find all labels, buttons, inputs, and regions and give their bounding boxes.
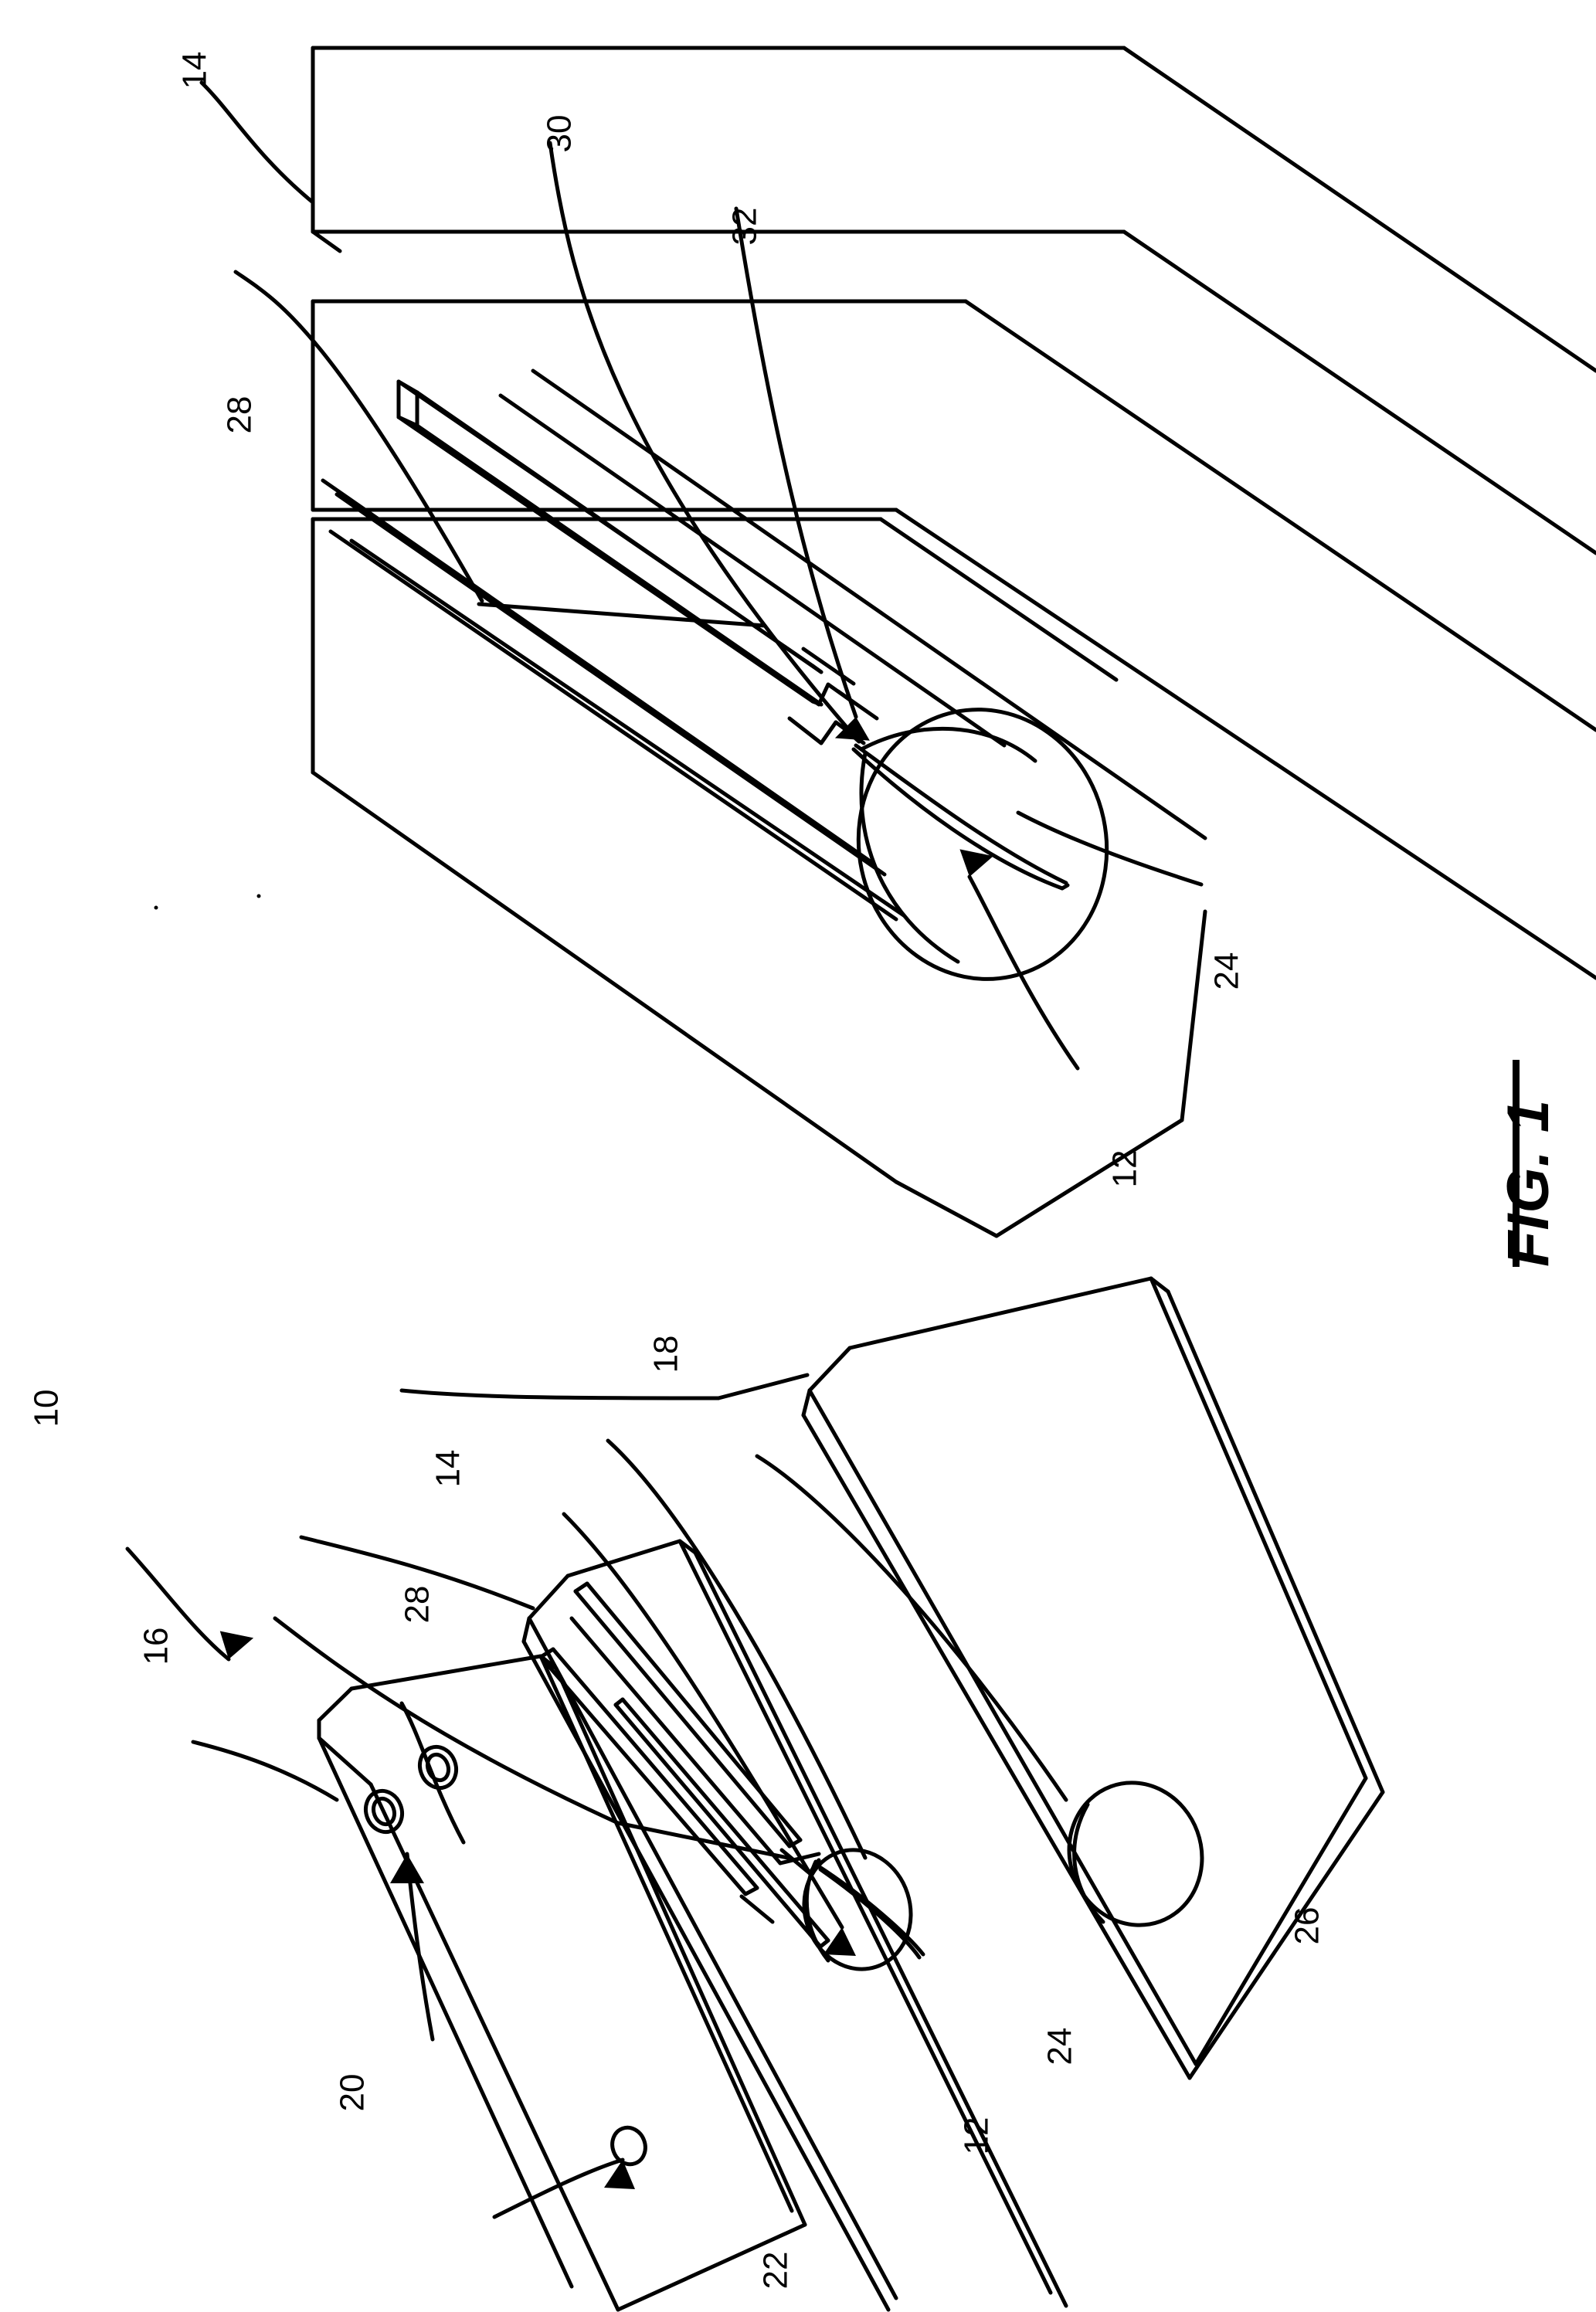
figure-caption-underline [1513,1060,1520,1267]
leader-24-bot [606,1438,868,1860]
leader-26 [755,1454,1068,1802]
ref-numeral-24-top: 24 [1207,952,1246,990]
upper-top-slab [311,46,1596,555]
ref-numeral-14-top: 14 [175,51,214,90]
ref-numeral-24-bot: 24 [1041,2027,1079,2066]
leader-18-a [399,1388,721,1400]
leader-30 [548,141,861,744]
ref-numeral-10: 10 [27,1389,66,1428]
ref-numeral-26: 26 [1288,1906,1326,1945]
ref-numeral-32: 32 [725,207,764,246]
leader-32 [734,206,858,719]
arrowheads-upper [834,717,993,877]
ref-numeral-12-top: 12 [1105,1149,1144,1188]
upper-dome [856,708,1109,981]
lower-bottom-recess-26 [1067,1781,1204,1927]
upper-slot-edges [328,529,906,922]
lower-bottom-plate-18 [801,1276,1385,2080]
upper-middle-slab [311,299,1596,980]
leader-18-b [716,1373,810,1400]
leader-16-stem [399,1701,466,1845]
lower-top-plate-vent [610,2125,647,2167]
upper-base-slab [311,517,1207,1238]
leader-24-top [1016,810,1204,887]
upper-dome-slit [851,743,1070,891]
leader-12-top [967,874,1080,1071]
ref-numeral-28-bot: 28 [398,1585,436,1624]
figure-caption: FIG. 1 [1496,1098,1561,1267]
leader-10 [125,1546,231,1662]
leader-28-bot [616,1821,790,1860]
ref-numeral-12-bot: 12 [957,2117,996,2155]
upper-fork-region [782,647,879,745]
leader-12-bot [562,1512,844,1930]
leader-14-bot [299,1535,535,1611]
ref-numeral-20: 20 [333,2073,372,2112]
lower-top-plate-ports [363,1744,459,1835]
leader-22 [492,2158,625,2219]
ref-numeral-30: 30 [540,114,579,153]
upper-panel-diagonals [321,368,1207,877]
ref-numeral-22: 22 [756,2251,795,2290]
arrowheads-lower [219,1631,856,2189]
lower-middle-slots [538,1581,830,1949]
leader-14-top [199,80,315,205]
ref-numeral-16: 16 [137,1627,175,1665]
leader-28-top [233,270,484,603]
ref-numeral-18: 18 [647,1335,685,1373]
leader-16 [191,1740,339,1802]
ref-numeral-28-top: 28 [220,396,259,434]
upper-channel-groove [396,379,823,707]
lower-middle-dome [802,1848,925,1971]
lower-top-plate-16 [317,1654,807,2312]
lower-middle-plate-14 [521,1539,1068,2312]
ref-numeral-14-bot: 14 [429,1449,467,1488]
